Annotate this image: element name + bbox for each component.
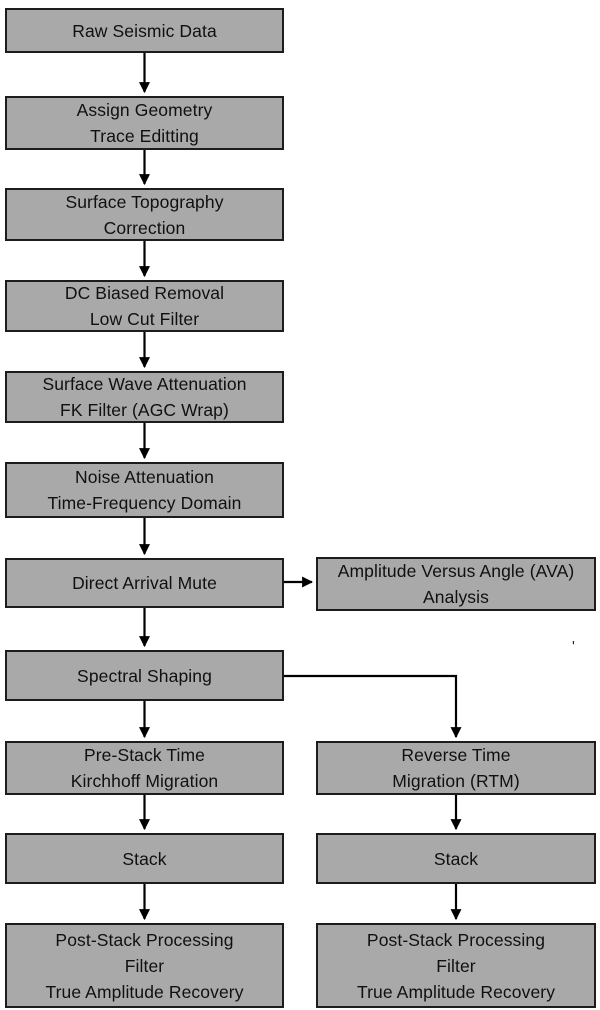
- node-label: Stack: [433, 848, 479, 869]
- node-raw-seismic-data: Raw Seismic Data: [5, 8, 284, 53]
- node-label: Filter: [124, 955, 165, 976]
- node-label: Pre-Stack Time: [83, 745, 205, 765]
- node-direct-arrival-mute: Direct Arrival Mute: [5, 558, 284, 608]
- node-label: Raw Seismic Data: [72, 20, 217, 41]
- node-label: Analysis: [423, 587, 489, 607]
- node-assign-geometry: Assign Geometry Trace Editting: [5, 96, 284, 150]
- node-label: DC Biased Removal: [64, 283, 225, 303]
- node-label: FK Filter (AGC Wrap): [60, 400, 229, 420]
- stray-mark: ': [572, 638, 575, 655]
- node-label: Post-Stack Processing: [366, 929, 546, 950]
- node-reverse-time-migration: Reverse Time Migration (RTM): [316, 741, 596, 795]
- node-label: Correction: [103, 217, 186, 238]
- node-label: Assign Geometry: [76, 100, 213, 120]
- node-surface-topography: Surface Topography Correction: [5, 188, 284, 241]
- node-label: Noise Attenuation: [75, 467, 214, 487]
- node-label: Direct Arrival Mute: [72, 573, 217, 593]
- node-label: Spectral Shaping: [77, 665, 212, 686]
- node-label: Surface Topography: [65, 191, 224, 212]
- node-label: Low Cut Filter: [89, 309, 200, 329]
- node-label: Amplitude Versus Angle (AVA): [337, 561, 575, 581]
- node-label: Time-Frequency Domain: [47, 493, 242, 513]
- node-ava-analysis: Amplitude Versus Angle (AVA) Analysis: [316, 557, 596, 611]
- node-label: Post-Stack Processing: [55, 929, 234, 950]
- node-label: Surface Wave Attenuation: [42, 374, 247, 394]
- node-label: True Amplitude Recovery: [356, 981, 556, 1002]
- node-label: Stack: [122, 848, 167, 869]
- node-spectral-shaping: Spectral Shaping: [5, 650, 284, 701]
- node-label: Trace Editting: [90, 126, 199, 146]
- node-dc-biased-removal: DC Biased Removal Low Cut Filter: [5, 280, 284, 332]
- node-post-stack-left: Post-Stack Processing Filter True Amplit…: [5, 923, 284, 1008]
- node-stack-left: Stack: [5, 833, 284, 884]
- node-stack-right: Stack: [316, 833, 596, 884]
- node-prestack-kirchhoff-migration: Pre-Stack Time Kirchhoff Migration: [5, 741, 284, 795]
- node-label: True Amplitude Recovery: [45, 981, 244, 1002]
- node-label: Filter: [436, 955, 476, 976]
- node-post-stack-right: Post-Stack Processing Filter True Amplit…: [316, 923, 596, 1008]
- node-noise-attenuation: Noise Attenuation Time-Frequency Domain: [5, 462, 284, 518]
- flow-arrow-to-rtm: [284, 674, 462, 739]
- node-label: Kirchhoff Migration: [70, 771, 219, 791]
- node-label: Migration (RTM): [392, 771, 520, 791]
- node-surface-wave-attenuation: Surface Wave Attenuation FK Filter (AGC …: [5, 371, 284, 423]
- node-label: Reverse Time: [401, 745, 511, 765]
